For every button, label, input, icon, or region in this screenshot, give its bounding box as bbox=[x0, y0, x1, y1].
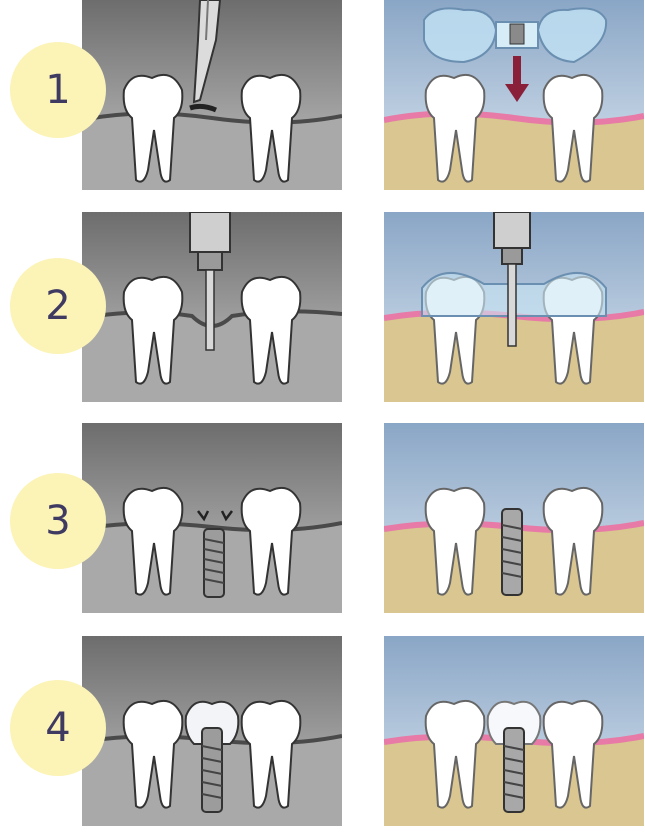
implant-screw-icon bbox=[504, 728, 524, 812]
implant-screw-icon bbox=[502, 509, 522, 595]
step-number: 3 bbox=[45, 498, 70, 544]
step-row-1: 1 bbox=[0, 0, 645, 200]
implant-sutured-panel bbox=[82, 423, 342, 613]
step-row-4: 4 bbox=[0, 636, 645, 836]
step-badge: 3 bbox=[10, 473, 106, 569]
implant-screw-icon bbox=[202, 728, 222, 812]
crown-restoration-panel bbox=[82, 636, 342, 826]
step-row-2: 2 bbox=[0, 212, 645, 412]
implant-placed-panel bbox=[384, 423, 644, 613]
surgical-guide-placement-panel bbox=[384, 0, 644, 190]
step-badge: 2 bbox=[10, 258, 106, 354]
step-badge: 1 bbox=[10, 42, 106, 138]
step-badge: 4 bbox=[10, 680, 106, 776]
drilling-panel bbox=[82, 212, 342, 402]
guided-drilling-panel bbox=[384, 212, 644, 402]
step-row-3: 3 bbox=[0, 423, 645, 623]
step-number: 4 bbox=[45, 705, 70, 751]
crown-restoration-panel-color bbox=[384, 636, 644, 826]
step-number: 2 bbox=[45, 283, 70, 329]
implant-screw-icon bbox=[204, 529, 224, 597]
step-number: 1 bbox=[45, 67, 70, 113]
incision-panel bbox=[82, 0, 342, 190]
